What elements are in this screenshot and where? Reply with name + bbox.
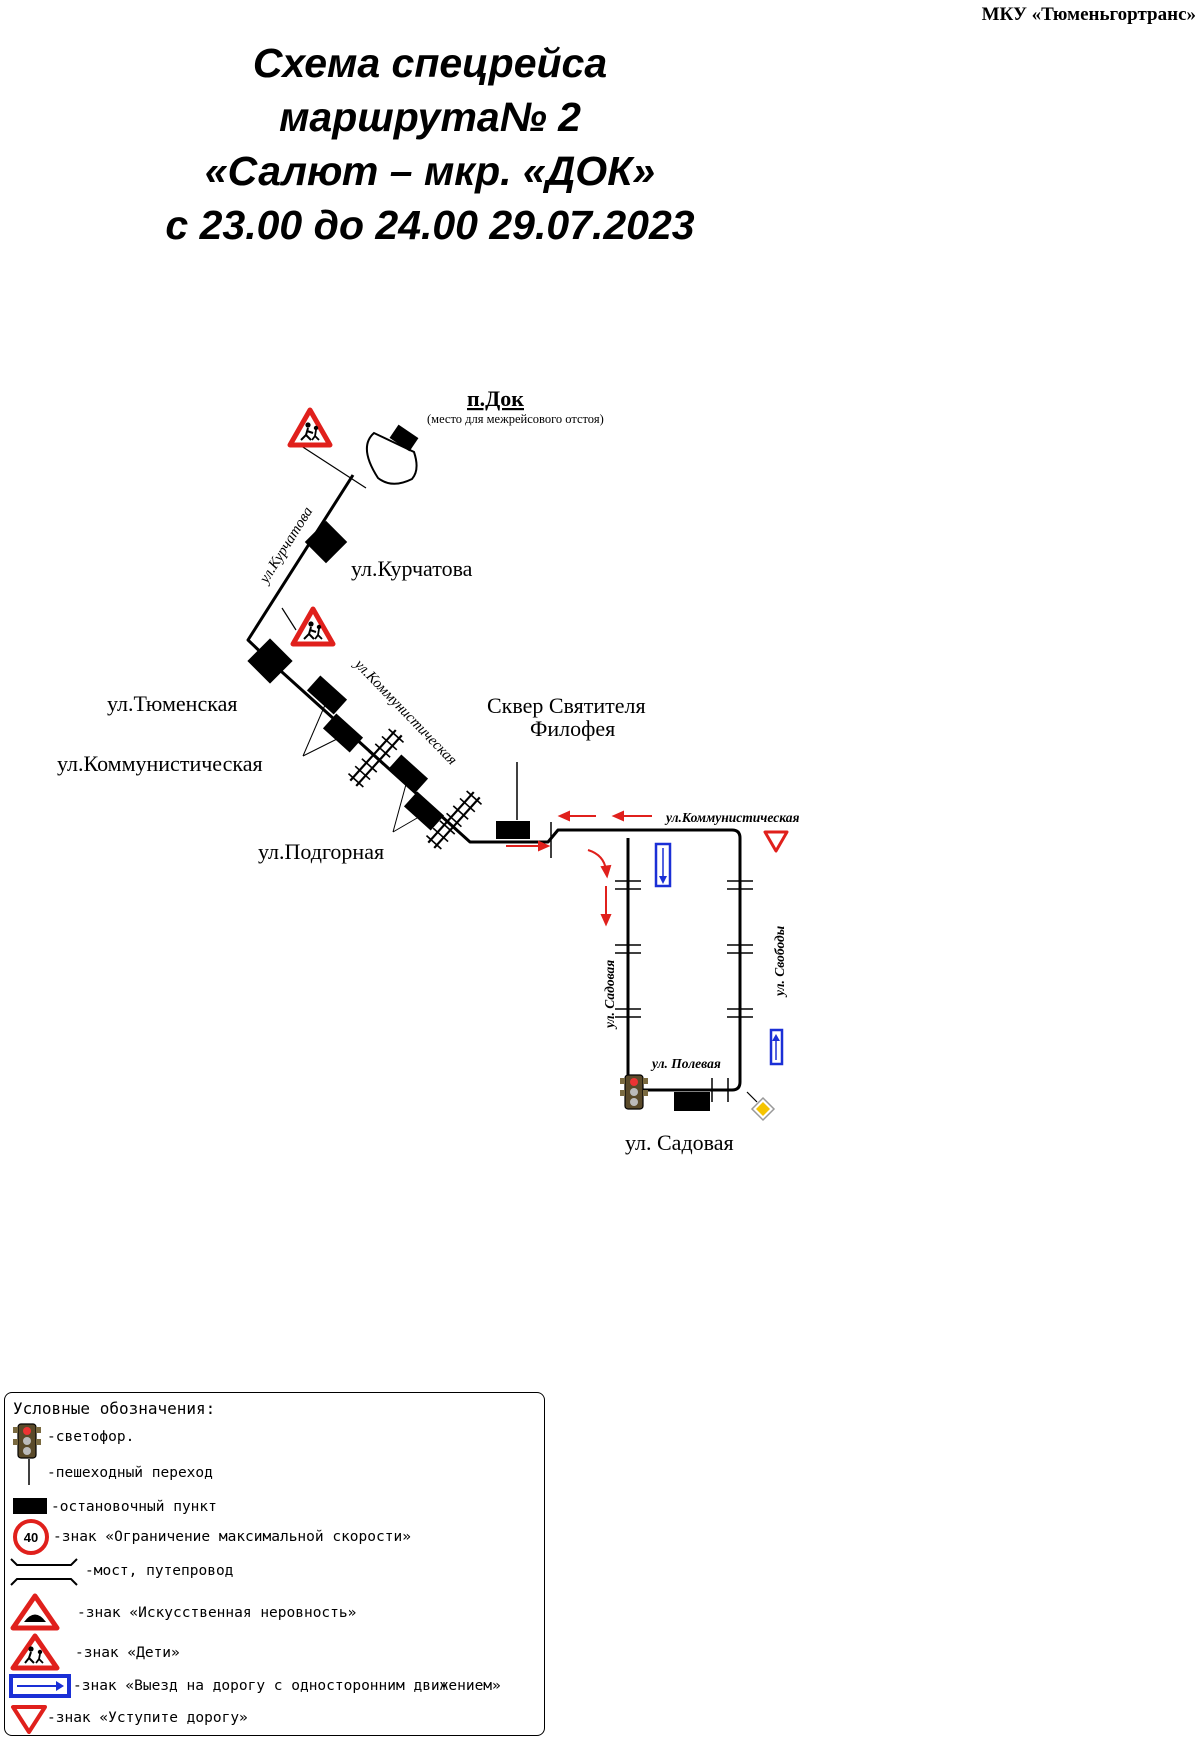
crosswalk-icon <box>28 1459 30 1485</box>
stop-skver <box>496 821 530 839</box>
legend-text-traffic-light: -светофор. <box>47 1429 135 1445</box>
stop-kurchatova <box>304 520 348 564</box>
legend-text-bridge: -мост, путепровод <box>85 1563 234 1579</box>
stop-podgornaya-1 <box>387 754 429 794</box>
terminal-name: п.Док <box>467 386 524 411</box>
one-way-exit-icon <box>9 1674 71 1698</box>
stop-label-skver-2: Филофея <box>530 716 615 741</box>
terminal-loop-outline <box>366 431 418 485</box>
route-line <box>246 474 742 1092</box>
speed-limit-badge: 40 <box>24 1530 38 1545</box>
legend-text-speed-bump: -знак «Искусственная неровность» <box>77 1605 357 1621</box>
legend-title: Условные обозначения: <box>13 1399 216 1418</box>
route-map: п.Док (место для межрейсового отстоя) ул… <box>57 386 799 1155</box>
legend-box: Условные обозначения: -светофор. -пешехо… <box>4 1392 545 1736</box>
page-title: Схема спецрейса маршрута№ 2 «Салют – мкр… <box>40 36 820 252</box>
speed-bump-sign-icon <box>10 1593 60 1631</box>
title-line-2: маршрута№ 2 <box>279 94 581 140</box>
street-label-svobody: ул. Свободы <box>772 926 787 998</box>
direction-arrows <box>506 810 652 927</box>
yield-sign-icon <box>11 1705 47 1734</box>
street-label-polevaya: ул. Полевая <box>650 1056 721 1071</box>
stop-label-skver-1: Сквер Святителя <box>487 693 646 718</box>
stop-label-sadovaya: ул. Садовая <box>625 1130 734 1155</box>
street-label-kommunisticheskaya-horiz: ул.Коммунистическая <box>664 810 799 825</box>
legend-text-bus-stop: -остановочный пункт <box>51 1499 217 1515</box>
terminal-note: (место для межрейсового отстоя) <box>427 412 604 426</box>
legend-text-crosswalk: -пешеходный переход <box>47 1465 213 1481</box>
traffic-light <box>620 1074 648 1110</box>
street-label-kommunisticheskaya-diag: ул.Коммунистическая <box>350 655 460 768</box>
stop-label-podgornaya: ул.Подгорная <box>258 839 384 864</box>
children-sign-1 <box>290 410 330 445</box>
organization-name: МКУ «Тюменьгортранс» <box>981 4 1196 25</box>
priority-road-sign <box>746 1091 776 1122</box>
children-sign-2 <box>293 609 333 644</box>
children-sign-2-leader <box>281 607 297 631</box>
bus-stop-icon <box>13 1498 47 1514</box>
legend-text-children: -знак «Дети» <box>75 1645 180 1661</box>
stop-kommunisticheskaya-2 <box>322 713 364 753</box>
stop-sadovaya <box>674 1092 710 1111</box>
title-line-3: «Салют – мкр. «ДОК» <box>204 148 656 194</box>
terminal-leader <box>291 439 367 489</box>
stop-kommunisticheskaya-1 <box>306 675 348 715</box>
legend-text-one-way: -знак «Выезд на дорогу с односторонним д… <box>73 1678 501 1694</box>
legend-text-speed-limit: -знак «Ограничение максимальной скорости… <box>53 1529 411 1545</box>
one-way-sign-2 <box>769 1028 784 1066</box>
speed-limit-icon: 40 <box>13 1519 49 1555</box>
children-sign-icon <box>10 1633 60 1671</box>
street-label-sadovaya: ул. Садовая <box>602 960 617 1030</box>
title-line-1: Схема спецрейса <box>252 40 608 86</box>
bridge-icon <box>10 1558 78 1586</box>
stop-label-tyumenskaya: ул.Тюменская <box>107 691 237 716</box>
terminal-stop <box>389 424 419 452</box>
legend-text-yield: -знак «Уступите дорогу» <box>47 1710 248 1726</box>
yield-sign <box>763 830 789 853</box>
stop-podgornaya-2 <box>403 791 445 831</box>
one-way-sign-1 <box>654 842 672 888</box>
stop-label-kurchatova: ул.Курчатова <box>351 556 473 581</box>
traffic-light-icon <box>13 1423 41 1459</box>
stop-label-kommunisticheskaya: ул.Коммунистическая <box>57 751 263 776</box>
title-line-4: с 23.00 до 24.00 29.07.2023 <box>165 202 695 248</box>
